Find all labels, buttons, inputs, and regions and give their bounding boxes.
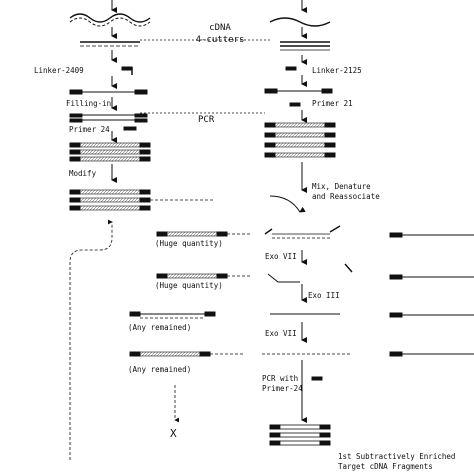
label-primer-24: Primer 24 <box>69 125 110 134</box>
label-exo-vii-2: Exo VII <box>265 329 297 338</box>
right-column <box>262 0 353 446</box>
label-cdna: cDNA <box>209 23 231 33</box>
label-modify: Modify <box>69 169 97 178</box>
pcr-stack-left <box>69 142 151 162</box>
label-mix-denature: Mix, Denature <box>312 182 371 191</box>
wavy-cdna-left <box>69 13 151 23</box>
dotted-connectors <box>140 39 270 114</box>
label-result-1: 1st Subtractively Enriched <box>338 452 456 461</box>
primer-24-mark <box>123 126 137 131</box>
label-linker-2409: Linker-2409 <box>34 66 84 75</box>
label-filling-in: Filling-in <box>66 99 112 108</box>
label-any-remained-1: (Any remained) <box>128 323 192 332</box>
label-result-2: Target cDNA Fragments <box>338 462 433 471</box>
label-4-cutters: 4-cutters <box>195 35 245 45</box>
label-primer-21: Primer 21 <box>312 99 353 108</box>
pcr-stack-right <box>264 122 336 158</box>
label-exo-vii-1: Exo VII <box>265 252 297 261</box>
label-huge-quantity-2: (Huge quantity) <box>155 281 223 290</box>
modified-stack-left <box>69 189 151 211</box>
label-reassociate: and Reassociate <box>312 192 380 201</box>
x-mark: X <box>170 427 177 440</box>
label-pcr: PCR <box>198 115 215 125</box>
far-right-fragments <box>389 232 474 357</box>
left-column <box>69 0 215 211</box>
linker-2409-mark <box>121 66 133 71</box>
left-lower <box>129 231 250 423</box>
final-stack <box>269 424 331 446</box>
label-pcr-with: PCR with <box>262 374 299 383</box>
filled-end-left <box>69 89 83 95</box>
label-exo-iii: Exo III <box>308 291 340 300</box>
filled-end-right <box>134 89 148 95</box>
wavy-cdna-left-2 <box>69 17 151 27</box>
label-huge-quantity-1: (Huge quantity) <box>155 239 223 248</box>
label-linker-2125: Linker-2125 <box>312 66 362 75</box>
label-primer-24-b: Primer-24 <box>262 384 303 393</box>
label-any-remained-2: (Any remained) <box>128 365 192 374</box>
loop-back-line <box>69 219 113 460</box>
